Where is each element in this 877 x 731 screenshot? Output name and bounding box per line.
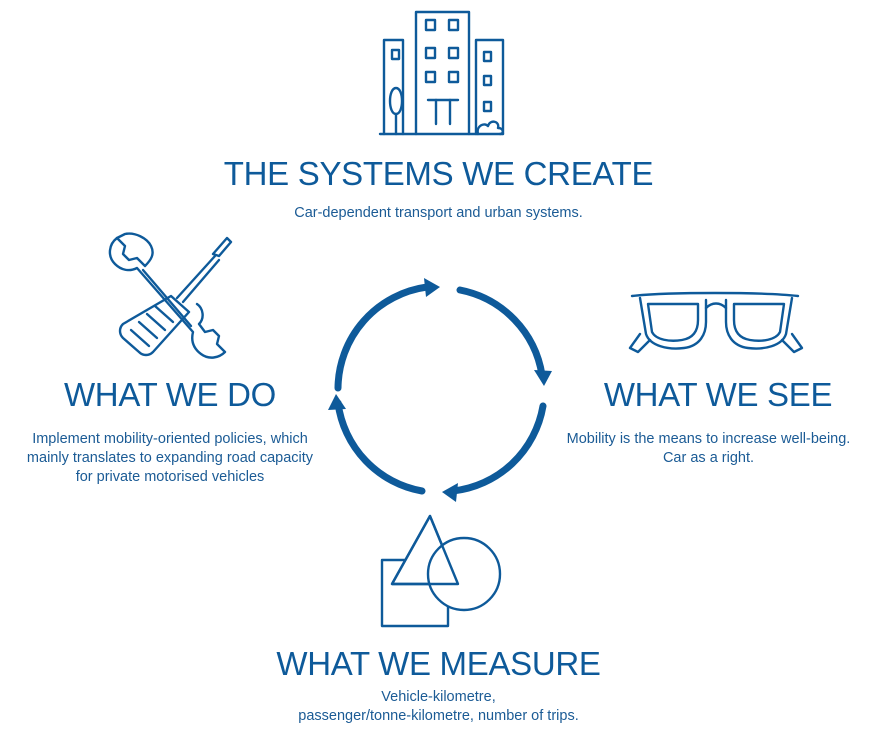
glasses-icon	[628, 291, 804, 354]
cycle-arrows-icon	[328, 278, 552, 502]
tools-icon	[108, 232, 233, 359]
measure-description: Vehicle-kilometre, passenger/tonne-kilom…	[298, 689, 579, 724]
do-heading: WHAT WE DO	[63, 376, 277, 413]
see-heading: WHAT WE SEE	[603, 376, 833, 413]
shapes-icon	[380, 514, 502, 628]
measure-heading: WHAT WE MEASURE	[276, 645, 601, 682]
do-description: Implement mobility-oriented policies, wh…	[26, 431, 314, 485]
systems-description: Car-dependent transport and urban system…	[294, 205, 583, 221]
systems-heading: THE SYSTEMS WE CREATE	[223, 155, 654, 192]
see-description: Mobility is the means to increase well-b…	[566, 431, 851, 466]
buildings-icon	[378, 10, 505, 136]
